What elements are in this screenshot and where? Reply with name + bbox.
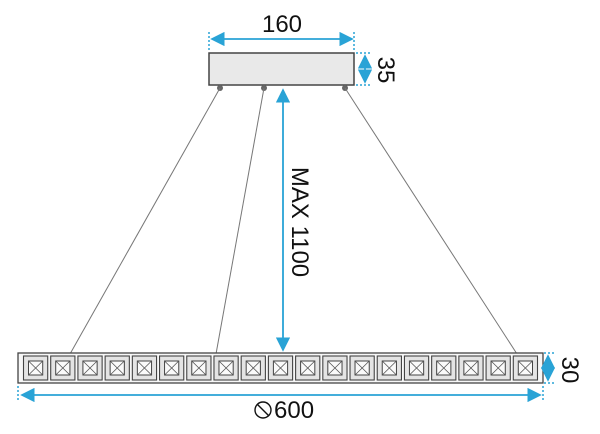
crystal-block [50,355,76,381]
crystal-block [77,355,103,381]
cable-left [69,87,221,355]
crystal-row [22,355,539,381]
crystal-block [22,355,49,381]
crystal-block [267,355,294,381]
crystal-block [322,355,348,381]
canopy [208,52,355,86]
light-ring [17,352,544,384]
dim-max-drop-label: MAX 1100 [286,167,313,277]
crystal-block [512,355,539,381]
crystal-block [403,355,430,381]
crystal-block [376,355,402,381]
diameter-icon [254,401,272,419]
dim-canopy-width-label: 160 [262,11,302,38]
crystal-block [458,355,484,381]
crystal-block [104,355,130,381]
dim-ring-height-label: 30 [556,357,583,384]
crystal-block [295,355,321,381]
crystal-block [431,355,457,381]
dim-diameter-value: 600 [274,397,314,424]
crystal-block [159,355,185,381]
cable-right [344,87,518,355]
crystal-block [240,355,266,381]
crystal-block [186,355,212,381]
dim-diameter-label: 600 [254,397,314,424]
crystal-block [131,355,158,381]
cable-center [215,87,265,355]
dim-canopy-height-label: 35 [372,57,399,84]
crystal-block [213,355,239,381]
crystal-block [485,355,511,381]
crystal-block [349,355,375,381]
